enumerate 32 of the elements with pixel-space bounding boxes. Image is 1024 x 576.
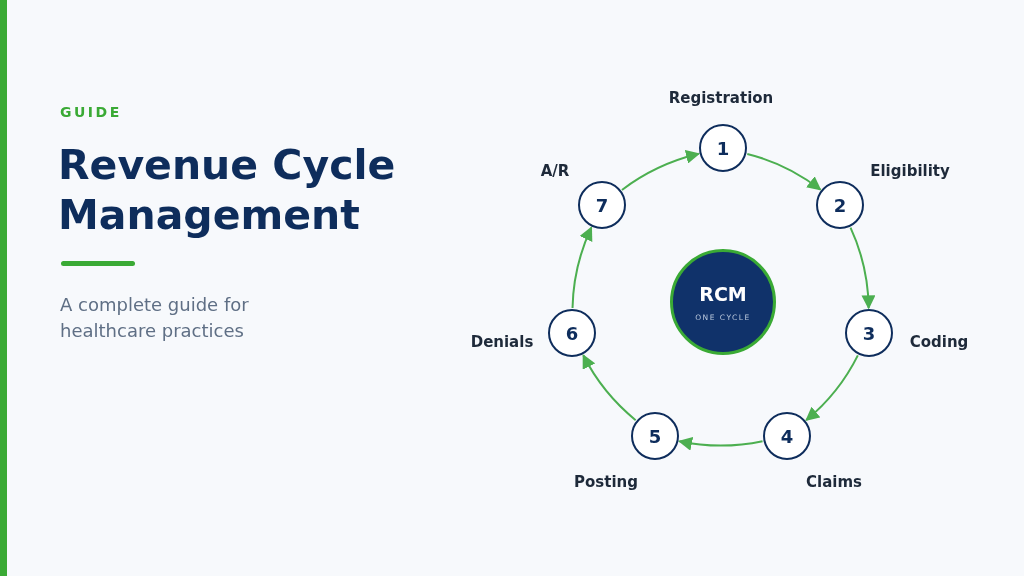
step-number: 5 xyxy=(648,425,662,447)
step-circle xyxy=(845,309,893,357)
step-number: 6 xyxy=(565,322,579,344)
step-circle xyxy=(631,412,679,460)
step-circle xyxy=(548,309,596,357)
kicker-text: GUIDE xyxy=(60,104,122,120)
arrow xyxy=(571,226,593,309)
step-number: 7 xyxy=(595,194,609,216)
step-label: Coding xyxy=(909,333,969,351)
arrow xyxy=(678,436,764,451)
step-number: 1 xyxy=(716,137,730,159)
arrow xyxy=(746,152,822,191)
arrow xyxy=(849,226,876,310)
hub-title: RCM xyxy=(699,282,747,305)
step-number: 2 xyxy=(833,194,847,216)
step-label: Posting xyxy=(574,473,638,491)
arrow xyxy=(582,354,637,422)
step-label: Eligibility xyxy=(870,162,950,180)
step-label: Registration xyxy=(668,89,774,107)
title: Revenue Cycle Management xyxy=(58,140,397,240)
step-circle xyxy=(816,181,864,229)
step-label: A/R xyxy=(540,162,570,180)
step-label: Claims xyxy=(806,473,862,491)
step-circle xyxy=(699,124,747,172)
subtitle: A complete guide for healthcare practices xyxy=(60,293,250,343)
step-circle xyxy=(578,181,626,229)
step-label: Denials xyxy=(470,333,534,351)
step-number: 4 xyxy=(780,425,794,447)
arrow xyxy=(620,150,701,191)
step-number: 3 xyxy=(862,322,876,344)
step-circle xyxy=(763,412,811,460)
arrow xyxy=(805,354,859,422)
